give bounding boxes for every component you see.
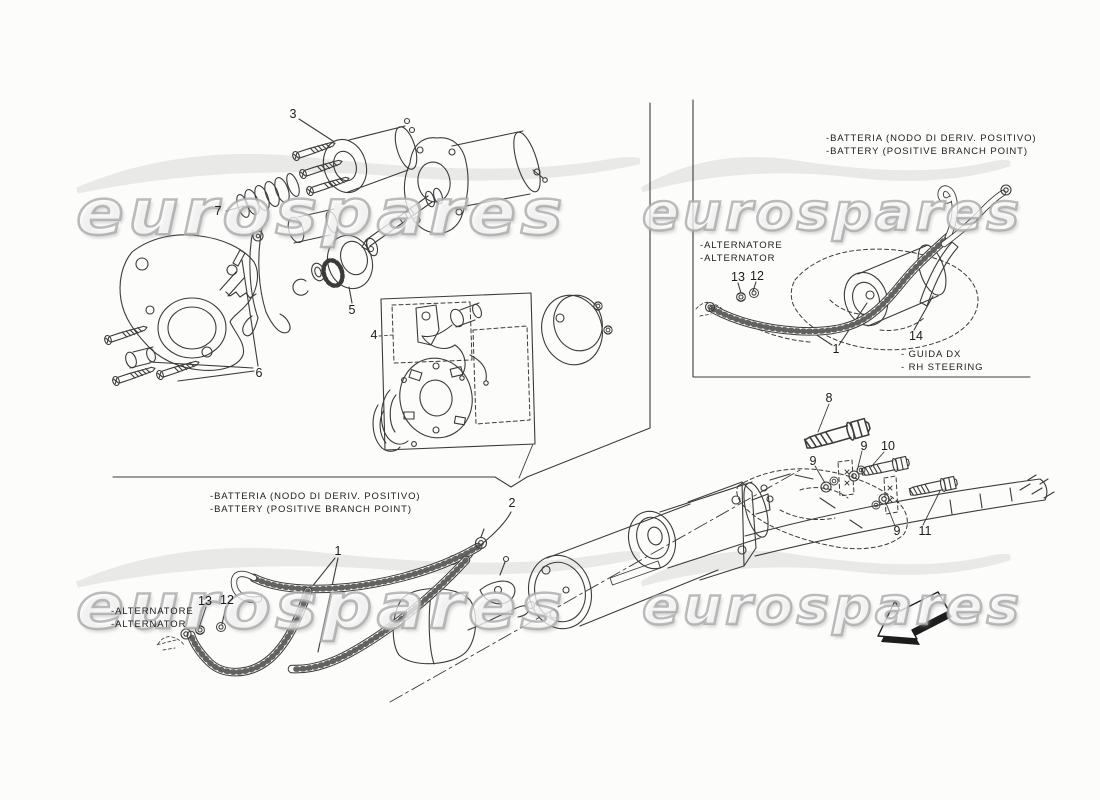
- part-number-washer-front: 9: [809, 454, 817, 468]
- leader-7: [225, 205, 245, 212]
- band-cover: [541, 294, 613, 366]
- inset-frame: [692, 99, 1031, 378]
- motor-yoke: [451, 130, 548, 209]
- part-number-cable-main: 1: [334, 544, 342, 558]
- leader-1-main: [302, 557, 339, 653]
- swoosh-ribbons: [76, 153, 1011, 588]
- inset-steering-label: - GUIDA DX- RH STEERING: [901, 349, 983, 374]
- main-alternator-label: -ALTERNATORE-ALTERNATOR: [111, 606, 194, 631]
- exploded-view: [102, 117, 613, 479]
- snap-ring: [292, 262, 325, 296]
- centerline: [389, 469, 801, 703]
- inset-battery-line1: -BATTERIA (NODO DI DERIV. POSITIVO): [826, 133, 1037, 144]
- part-number-bolt-short: 11: [918, 524, 932, 538]
- inset-steering-line1: - GUIDA DX: [901, 349, 962, 360]
- frame-lines: [112, 99, 1031, 488]
- leader-4: [378, 334, 394, 337]
- bushing: [125, 346, 156, 369]
- heat-shield: [392, 555, 536, 665]
- part-number-washer-main: 12: [220, 593, 234, 607]
- inset-battery-line2: -BATTERY (POSITIVE BRANCH POINT): [826, 145, 1028, 157]
- battery-cable-inset: [695, 184, 1012, 331]
- leader-3: [298, 118, 334, 142]
- leaders-13-12-main: [198, 605, 227, 629]
- starter-motor: [528, 481, 774, 630]
- part-number-cable-inset: 1: [832, 342, 840, 356]
- armature: [361, 187, 444, 251]
- inset-alternator-line2: -ALTERNATOR: [700, 252, 776, 264]
- solenoid-installed: [628, 481, 774, 570]
- engine-sketch: [744, 473, 1055, 557]
- leaders-13-12-inset: [737, 281, 757, 294]
- alternator: [843, 244, 947, 327]
- part-number-starter-assembly: 2: [508, 496, 516, 510]
- main-alternator-line1: -ALTERNATORE: [111, 606, 194, 617]
- part-number-bolt-mid: 10: [881, 439, 895, 453]
- battery-cable-main: [155, 528, 488, 672]
- part-number-solenoid: 3: [289, 107, 297, 121]
- end-plate: [403, 137, 469, 234]
- part-number-drive-pinion: 5: [348, 303, 356, 317]
- part-number-nut-main: 13: [198, 594, 212, 608]
- part-number-nut-inset: 13: [731, 270, 745, 284]
- part-number-brush-kit: 4: [370, 328, 378, 342]
- solenoid: [322, 117, 418, 194]
- part-number-mounting-screws: 6: [255, 366, 263, 380]
- fork-lever: [232, 227, 291, 337]
- inset-alternator-label: -ALTERNATORE-ALTERNATOR: [700, 240, 783, 265]
- leader-6: [149, 259, 259, 382]
- main-battery-line1: -BATTERIA (NODO DI DERIV. POSITIVO): [210, 491, 421, 502]
- page-arrow: [877, 591, 952, 645]
- installed-starter-view: [155, 403, 1055, 703]
- part-number-clamp-inset: 14: [909, 329, 923, 343]
- cable-clamp: [919, 241, 959, 307]
- inset-alternator-line1: -ALTERNATORE: [700, 240, 783, 251]
- capacitor: [421, 302, 483, 338]
- end-bracket: [687, 481, 771, 581]
- part-number-washer-inset: 12: [750, 269, 764, 283]
- inset-battery-label: -BATTERIA (NODO DI DERIV. POSITIVO)-BATT…: [826, 133, 1036, 158]
- brush-plate: [399, 357, 473, 439]
- part-number-bolt-long: 8: [825, 391, 833, 405]
- mounting-bolts: [802, 403, 959, 527]
- main-battery-label: -BATTERIA (NODO DI DERIV. POSITIVO)-BATT…: [210, 491, 420, 516]
- leader-5: [348, 286, 353, 304]
- front-housing: [119, 234, 259, 371]
- main-battery-line2: -BATTERY (POSITIVE BRANCH POINT): [210, 503, 412, 515]
- brush-kit-box: [372, 292, 536, 479]
- part-number-spring-kit: 7: [214, 204, 222, 218]
- spacer-cylinder: [287, 208, 339, 244]
- part-number-washer-mid: 9: [860, 439, 868, 453]
- drive-pinion: [321, 234, 379, 290]
- inset-steering-line2: - RH STEERING: [901, 361, 984, 373]
- inset-view: [695, 184, 1012, 351]
- main-alternator-line2: -ALTERNATOR: [111, 618, 187, 630]
- leader-14: [913, 295, 934, 331]
- spring-kit: [236, 173, 300, 218]
- part-number-washer-rear: 9: [893, 524, 901, 538]
- end-shells: [372, 377, 417, 452]
